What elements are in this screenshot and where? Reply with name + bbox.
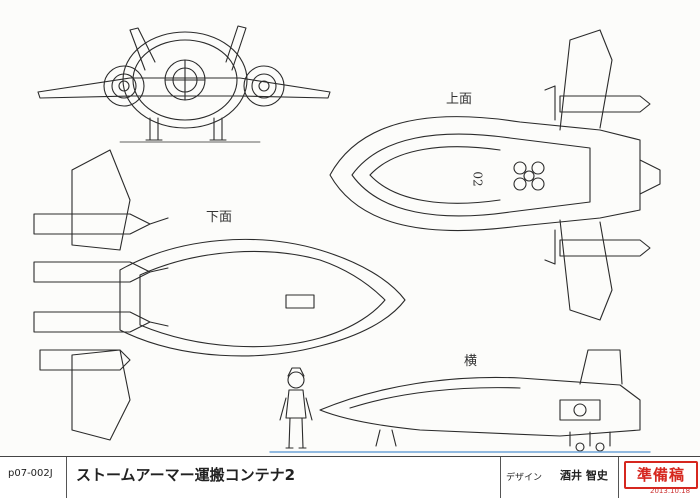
draft-stamp: 準備稿 xyxy=(624,461,698,489)
design-label: デザイン xyxy=(506,473,543,483)
side-view-label: 横 xyxy=(464,354,478,369)
sheet-id-cell xyxy=(0,457,67,498)
technical-drawing xyxy=(33,25,661,453)
title-cell xyxy=(66,457,501,498)
bottom-view-label: 下面 xyxy=(206,210,233,225)
bottom-view xyxy=(33,149,406,441)
drawing-title: ストームアーマー運搬コンテナ2 xyxy=(76,466,296,484)
sheet-id: p07-002J xyxy=(8,468,53,479)
designer-name: 酒井 智史 xyxy=(560,469,608,482)
design-cell xyxy=(500,457,619,498)
scale-figure xyxy=(279,367,313,449)
stamp-date: 2013.10.18 xyxy=(650,487,691,495)
top-view-label: 上面 xyxy=(446,92,473,107)
top-view xyxy=(329,29,661,321)
front-view xyxy=(37,25,331,143)
hull-marking: 02 xyxy=(470,171,485,187)
side-view xyxy=(269,349,651,453)
title-block xyxy=(0,456,700,498)
